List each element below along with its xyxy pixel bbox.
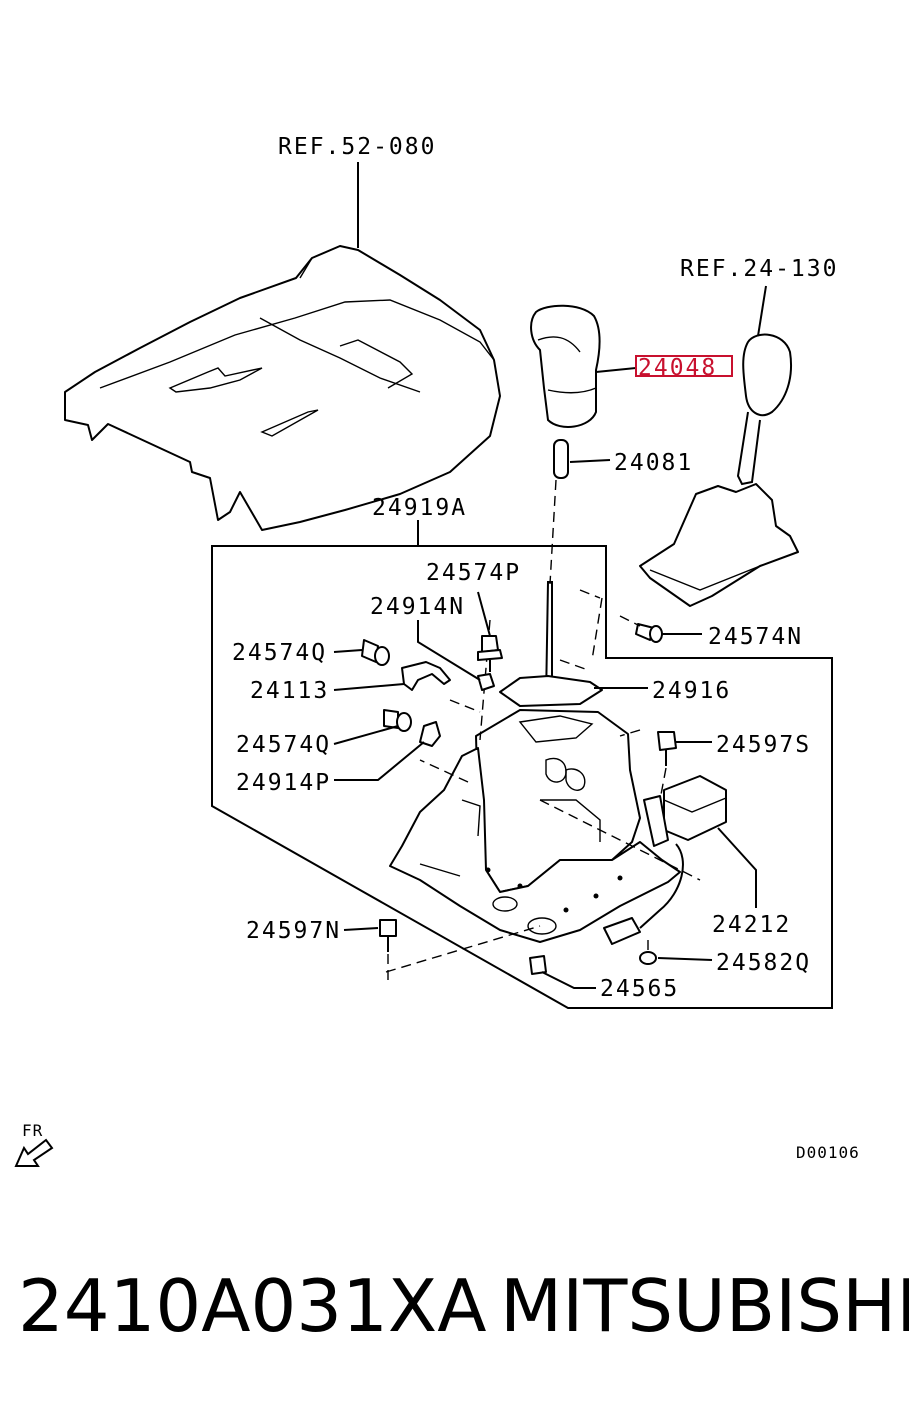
part-24916-label: 24916 — [652, 678, 731, 704]
part-24574Q-lower-label: 24574Q — [236, 732, 331, 758]
front-arrow-icon — [14, 1138, 54, 1167]
drawing-code: D00106 — [796, 1143, 860, 1162]
part-24081-label: 24081 — [614, 450, 693, 476]
bolt-24597N-drawing — [379, 919, 397, 952]
leader-24574P — [477, 591, 491, 637]
leader-24574Q-lower — [333, 725, 399, 745]
part-24574P-label: 24574P — [426, 560, 521, 586]
switch-24212-drawing — [603, 775, 727, 945]
part-24048-label: 24048 — [638, 355, 717, 381]
highlight-box-24048 — [635, 355, 733, 377]
clip-24914P-drawing — [419, 721, 441, 747]
nut-24582Q-drawing — [639, 951, 657, 965]
part-24914P-label: 24914P — [236, 770, 331, 796]
part-24597N-label: 24597N — [246, 918, 341, 944]
bolt-24574N-drawing — [635, 623, 663, 643]
brand-title: MITSUBISHI — [500, 1264, 909, 1348]
part-24914N-label: 24914N — [370, 594, 465, 620]
part-24919A-label: 24919A — [372, 495, 467, 521]
bolt-24597S-drawing — [657, 731, 677, 766]
leader-24914P — [334, 741, 425, 781]
shift-knob-drawing — [530, 304, 601, 428]
leader-24081 — [569, 459, 611, 463]
shift-lever-base-drawing — [385, 479, 701, 973]
leader-24597N — [343, 927, 379, 931]
bolt-24574Q-upper-drawing — [361, 639, 390, 666]
part-24582Q-label: 24582Q — [716, 950, 811, 976]
part-24574N-label: 24574N — [708, 624, 803, 650]
assembly-frame-24919A — [211, 545, 833, 1009]
leader-24914N — [417, 620, 481, 681]
part-24212-label: 24212 — [712, 912, 791, 938]
console-cover-drawing — [64, 245, 501, 531]
leader-24582Q — [657, 957, 713, 961]
part-24597S-label: 24597S — [716, 732, 811, 758]
leader-24113 — [333, 683, 405, 691]
leader-24574Q-upper — [333, 649, 363, 653]
leader-24048 — [595, 367, 637, 373]
direction-label: FR — [22, 1121, 43, 1140]
part-24113-label: 24113 — [250, 678, 329, 704]
ref-shifter-label: REF.24-130 — [680, 256, 838, 282]
shift-lever-reference-drawing — [639, 333, 799, 607]
leader-ref-24-130 — [757, 285, 767, 337]
part-24574Q-upper-label: 24574Q — [232, 640, 327, 666]
bolt-24574P-drawing — [477, 635, 503, 672]
ref-seat-label: REF.52-080 — [278, 134, 436, 160]
pin-24081-drawing — [553, 439, 569, 479]
part-24565-label: 24565 — [600, 976, 679, 1002]
bolt-24574Q-lower-drawing — [383, 709, 412, 732]
bushing-24565-drawing — [529, 955, 547, 975]
part-number-title: 2410A031XA — [18, 1264, 487, 1348]
bracket-24113-drawing — [401, 661, 451, 691]
leader-24212 — [717, 827, 757, 908]
leader-24565 — [541, 971, 596, 989]
clip-24914N-drawing — [477, 673, 495, 691]
